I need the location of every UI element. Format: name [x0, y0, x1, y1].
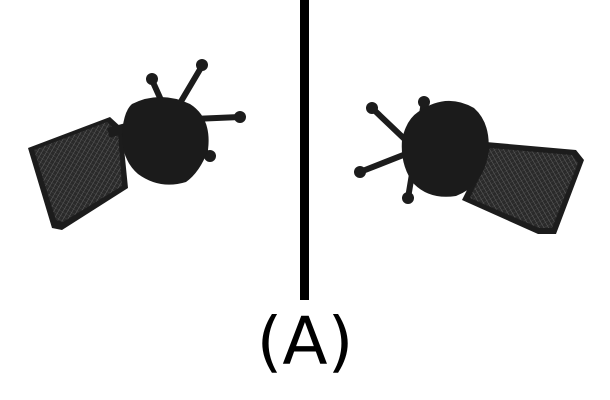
right-panel — [306, 0, 606, 300]
chair-backrest — [28, 117, 131, 230]
right-chair-image — [354, 96, 584, 234]
vertical-divider — [300, 0, 309, 300]
chair-seat — [401, 100, 489, 197]
left-panel — [0, 0, 300, 300]
chair-casters — [146, 59, 246, 162]
chair-backrest — [462, 142, 584, 234]
chair-casters — [354, 96, 430, 204]
chair-seat — [122, 97, 209, 185]
figure-caption: (A) — [256, 303, 354, 380]
left-chair-image — [28, 59, 246, 230]
